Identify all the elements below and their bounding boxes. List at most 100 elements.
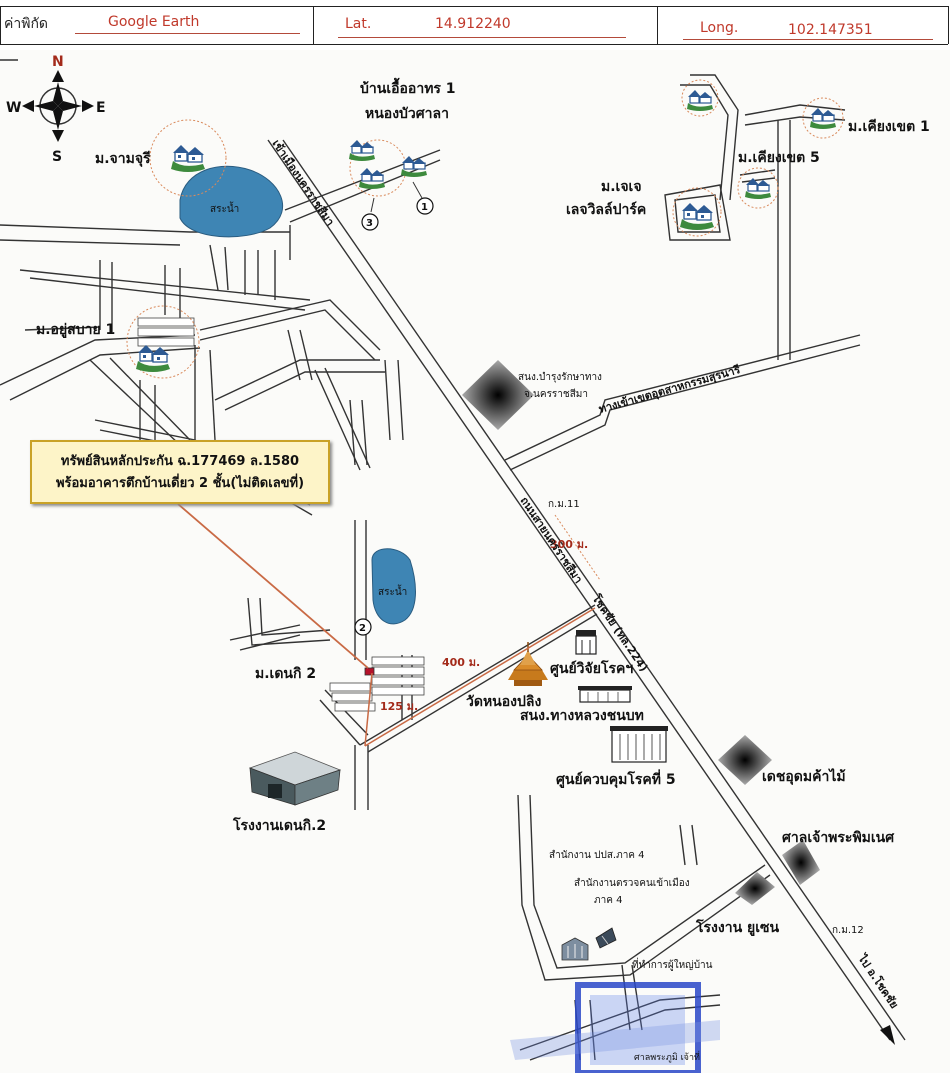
disease-control-building (610, 726, 668, 763)
label-m-dennik-2: ม.เดนกิ 2 (255, 666, 316, 682)
callout-leader-line (177, 503, 369, 669)
svg-text:1: 1 (421, 202, 428, 213)
pond-dennik (371, 548, 416, 625)
label-km-11: ก.ม.11 (548, 499, 580, 510)
house-icon (400, 155, 428, 178)
compass-west: W (6, 100, 21, 116)
rural-roads-office-building (578, 686, 632, 703)
label-factory-dennik: โรงงานเดนกิ.2 (232, 816, 326, 834)
distance-300-dashed (554, 514, 601, 581)
research-center-building (575, 630, 597, 655)
long-underline (683, 39, 933, 40)
collateral-callout: ทรัพย์สินหลักประกัน ฉ.177469 ล.1580 พร้อ… (30, 440, 330, 504)
label-disease-research: ศูนย์วิจัยโรคฯ (550, 659, 633, 677)
house-icon (348, 139, 376, 162)
label-phra-phum-shrine: ศาลพระภูมิ เจ้าที่ (634, 1050, 700, 1063)
official-stamp (510, 982, 720, 1073)
immigration-office-building (595, 927, 617, 949)
label-highway-office-2: จ.นครราชสีมา (524, 388, 588, 400)
house-icon (679, 202, 715, 231)
temple-building (508, 642, 548, 686)
callout-line-1: ทรัพย์สินหลักประกัน ฉ.177469 ล.1580 (60, 454, 300, 469)
highlight-circle-yusabai (126, 305, 200, 379)
label-nong-bua-sala: หนองบัวศาลา (365, 106, 449, 122)
pps-office-building (561, 937, 589, 961)
compass-north: N (52, 54, 64, 70)
location-map: สระน้ำ สระน้ำ N S W E 3 (0, 54, 930, 1073)
header-divider (313, 6, 314, 44)
wood-trade-building (718, 735, 772, 785)
village-grid-yusabai (137, 317, 195, 347)
house-icon (686, 89, 714, 112)
label-shrine: ศาลเจ้าพระพิมเนศ (782, 830, 895, 846)
label-dist-300: 300 ม. (550, 538, 588, 551)
source-value: Google Earth (108, 14, 200, 30)
yusen-factory-building (735, 872, 775, 905)
label-rural-roads-office: สนง.ทางหลวงชนบท (520, 708, 644, 724)
coordinates-header: ค่าพิกัด Google Earth Lat. 14.912240 Lon… (0, 0, 950, 50)
marker-1: 1 (412, 181, 434, 215)
label-highway-office-1: สนง.บำรุงรักษาทาง (518, 372, 602, 383)
factory-dennik-building (248, 751, 342, 806)
label-pps-office: สำนักงาน ปปส.ภาค 4 (549, 850, 645, 861)
label-disease-control-5: ศูนย์ควบคุมโรคที่ 5 (556, 769, 676, 788)
highlight-circle-jj (672, 187, 722, 237)
header-divider (948, 6, 949, 44)
house-icon (809, 107, 837, 130)
compass-south: S (52, 149, 62, 165)
house-icon (358, 167, 386, 190)
highlight-circle-kiangkhet-1 (802, 97, 844, 139)
label-m-jj: ม.เจเจ (601, 179, 642, 195)
label-m-yusabai-1: ม.อยู่สบาย 1 (36, 322, 115, 338)
lat-label: Lat. (345, 16, 372, 32)
map-labels: บ้านเอื้ออาทร 1 หนองบัวศาลา ม.จามจุรี เข… (36, 77, 930, 1063)
lat-value: 14.912240 (435, 16, 511, 32)
distance-lines (364, 607, 596, 747)
direction-arrow (880, 1025, 895, 1045)
label-jj-ville-park: เลจวิลล์ปาร์ค (566, 201, 646, 218)
subject-property-marker (364, 667, 375, 676)
label-immigration-2: ภาค 4 (594, 895, 622, 906)
long-value: 102.147351 (788, 22, 873, 38)
pond-jamjuree (179, 165, 283, 238)
label-factory-yusen: โรงงาน ยูเซน (695, 918, 780, 936)
header-divider (657, 6, 658, 44)
main-highway-edge-left (267, 139, 891, 1041)
road-network (0, 59, 906, 1061)
house-icon (135, 344, 171, 373)
label-village-headman: ที่ทำการผู้ใหญ่บ้าน (632, 957, 713, 971)
pond-label-1: สระน้ำ (210, 201, 239, 215)
compass-east: E (96, 100, 106, 116)
highlight-circle-jamjuree (149, 119, 227, 197)
long-label: Long. (700, 20, 739, 36)
header-bottom-border (0, 44, 948, 45)
lat-underline (338, 37, 626, 38)
marker-2: 2 (354, 618, 372, 636)
pond-label-2: สระน้ำ (378, 584, 407, 598)
source-label: ค่าพิกัด (4, 16, 49, 32)
label-immigration-1: สำนักงานตรวจคนเข้าเมือง (574, 877, 690, 889)
label-industrial-entrance: ทางเข้าเขตอุตสาหกรรมสุรนารี (597, 363, 742, 417)
label-dist-400: 400 ม. (442, 656, 480, 669)
callout-line-2: พร้อมอาคารตึกบ้านเดี่ยว 2 ชั้น(ไม่ติดเลข… (55, 476, 305, 491)
label-km-12: ก.ม.12 (832, 925, 864, 936)
header-divider (0, 6, 1, 44)
highlight-circle-kiangkhet-5 (737, 167, 779, 209)
house-icon (170, 144, 206, 173)
marker-3: 3 (361, 197, 379, 231)
label-wood-trade: เดชอุดมค้าไม้ (762, 767, 846, 785)
header-top-border (0, 6, 948, 7)
source-underline (75, 33, 300, 34)
label-m-jamjuree: ม.จามจุรี (95, 151, 151, 167)
highway-office-building (462, 360, 534, 430)
shrine-building (782, 840, 820, 885)
highlight-circle-kiang-top (681, 79, 719, 117)
compass-rose: N S W E (6, 54, 106, 165)
label-m-kiangkhet-5: ม.เคียงเขต 5 (738, 150, 820, 166)
label-ban-uea-arthorn: บ้านเอื้ออาทร 1 (360, 77, 456, 97)
label-dist-125: 125 ม. (380, 700, 418, 713)
village-grid-dennik (329, 656, 425, 712)
svg-text:3: 3 (366, 218, 373, 229)
label-wat-nong-pling: วัดหนองปลิง (466, 694, 541, 710)
label-m-kiangkhet-1: ม.เคียงเขต 1 (848, 119, 930, 135)
